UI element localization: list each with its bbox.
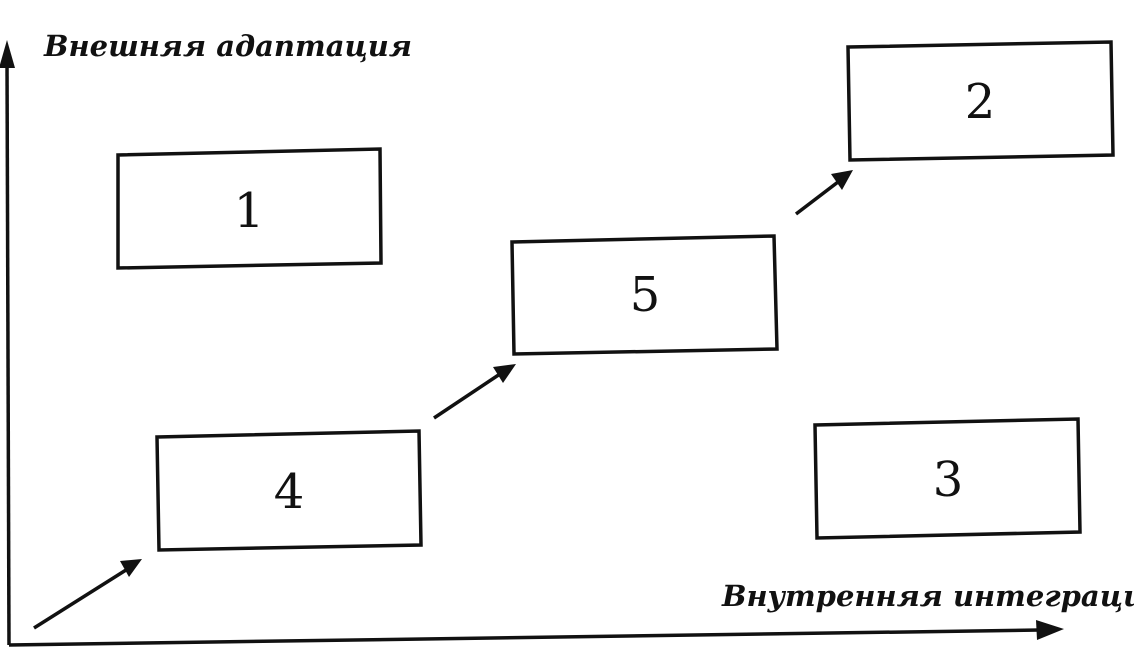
box-4-label: 4 bbox=[274, 464, 305, 520]
arrow-origin-to-4 bbox=[33, 559, 142, 630]
box-5-label: 5 bbox=[630, 267, 661, 323]
box-3: 3 bbox=[813, 417, 1082, 540]
box-2: 2 bbox=[846, 40, 1115, 162]
box-3-label: 3 bbox=[933, 452, 964, 508]
box-4: 4 bbox=[155, 429, 423, 552]
y-axis bbox=[0, 40, 15, 646]
box-1-label: 1 bbox=[234, 183, 265, 239]
arrow-4-to-5 bbox=[433, 364, 516, 420]
box-5: 5 bbox=[510, 234, 779, 356]
y-axis-label: Внешняя адаптация bbox=[43, 29, 412, 63]
box-2-label: 2 bbox=[965, 74, 996, 130]
x-axis bbox=[8, 620, 1064, 647]
arrow-5-to-2 bbox=[794, 170, 853, 216]
box-1: 1 bbox=[116, 147, 383, 270]
x-axis-label: Внутренняя интеграция bbox=[721, 579, 1134, 613]
